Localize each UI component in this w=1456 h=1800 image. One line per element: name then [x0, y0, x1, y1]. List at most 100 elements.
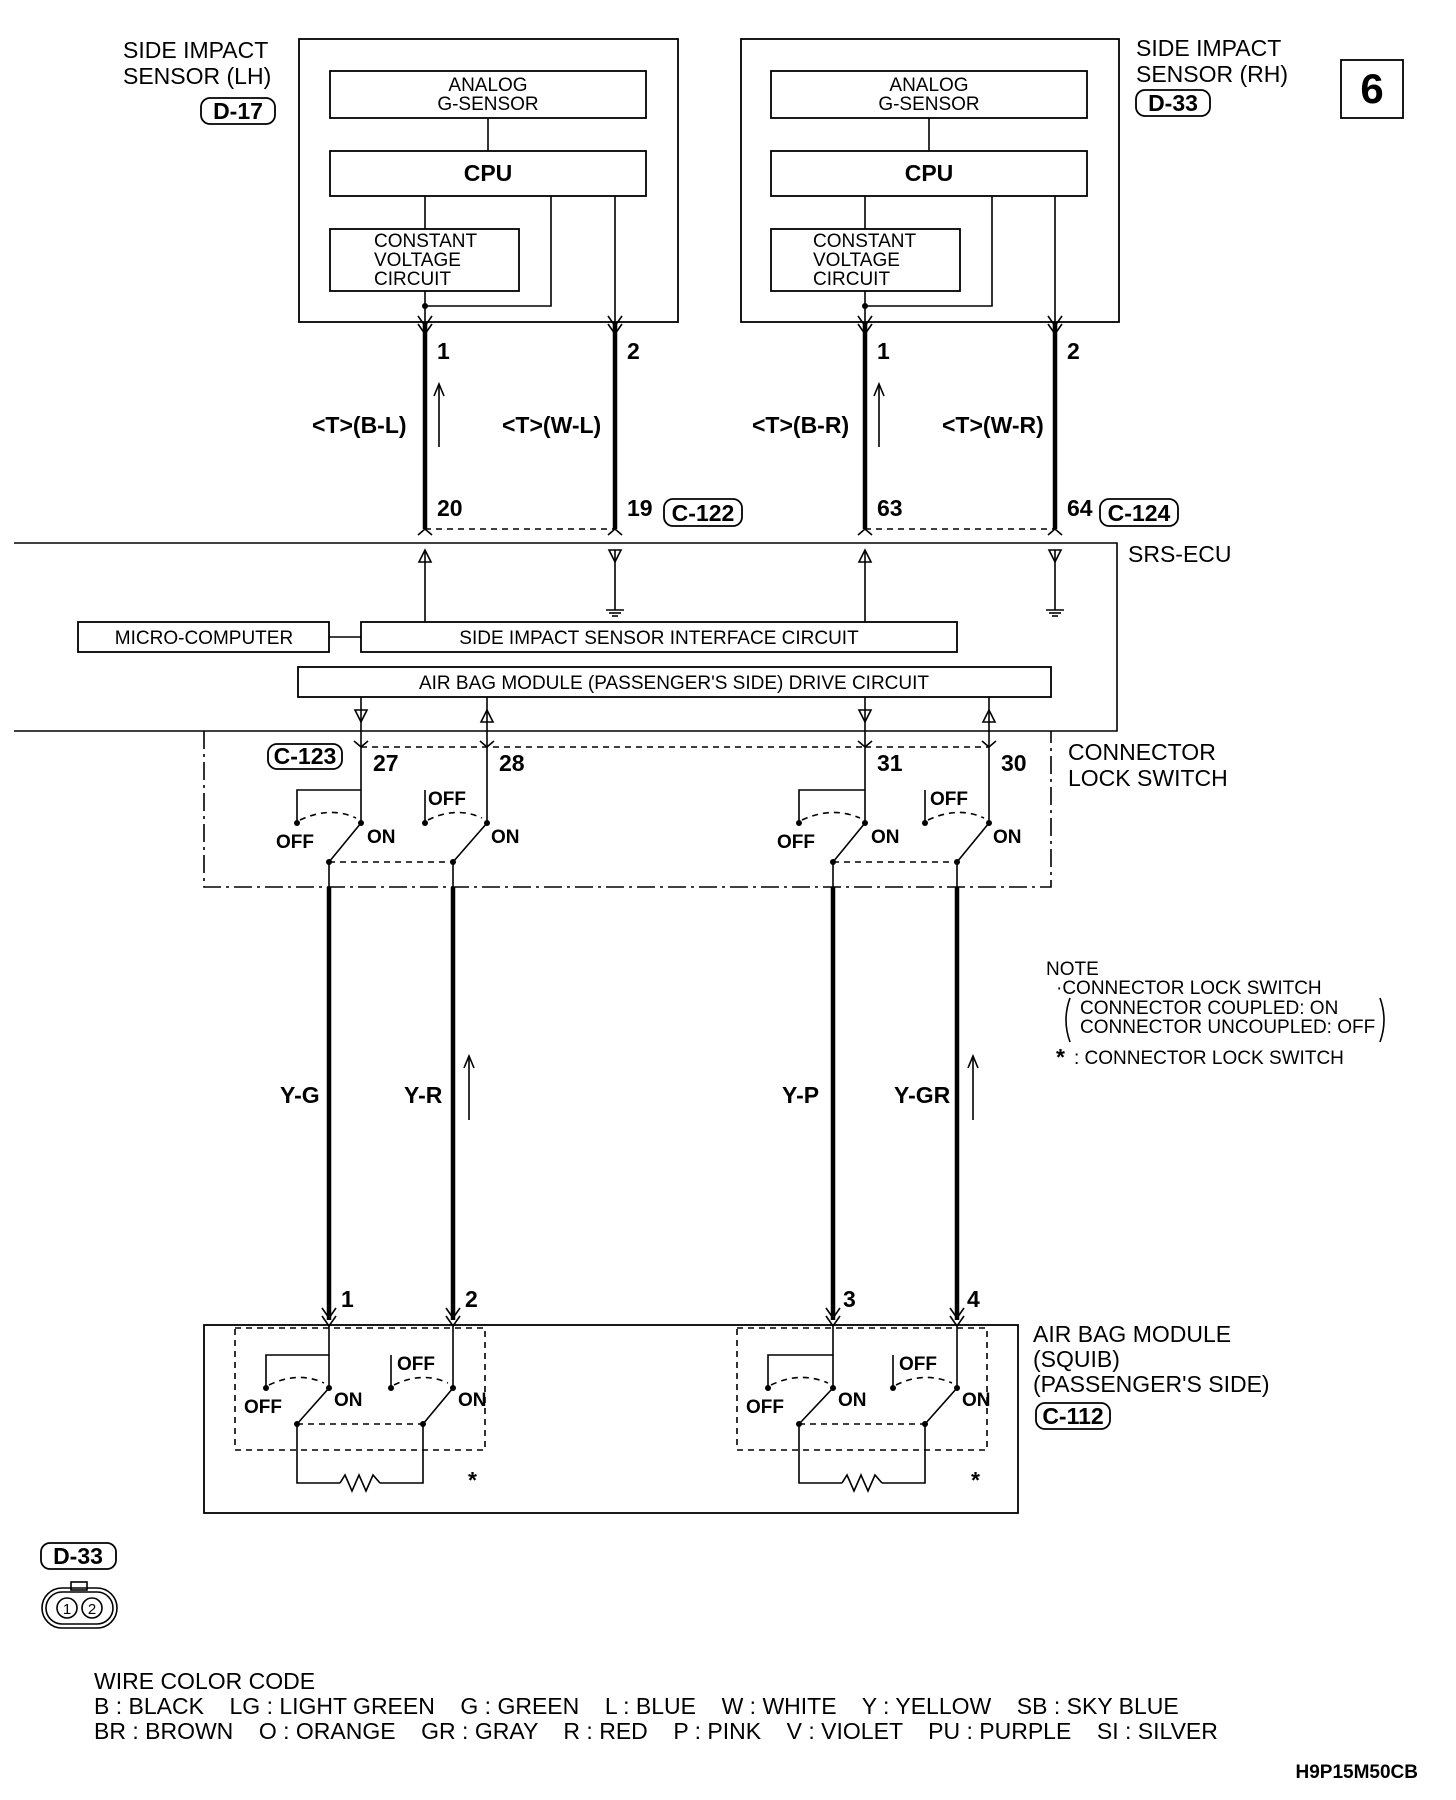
note-star: *	[1056, 1044, 1065, 1070]
sensor-lh: SIDE IMPACT SENSOR (LH) D-17 ANALOG G-SE…	[123, 37, 743, 536]
lock-switch-on-1: ON	[367, 827, 396, 848]
sensor-rh-title-2: SENSOR (RH)	[1136, 61, 1288, 87]
airbag-connector: C-112	[1042, 1403, 1103, 1429]
note-line4: : CONNECTOR LOCK SWITCH	[1074, 1048, 1344, 1069]
sensor-rh-cvc-2: VOLTAGE	[813, 250, 900, 271]
sensor-rh-connector-badge	[1135, 89, 1211, 117]
sensor-rh-cpu-label: CPU	[905, 160, 954, 186]
lock-switch-off-2: OFF	[428, 789, 466, 810]
page-number-box: 6	[1340, 59, 1404, 119]
connector-view-pin2: 2	[88, 1601, 96, 1618]
lock-switch-label-1: CONNECTOR	[1068, 739, 1216, 765]
srs-ecu: SRS-ECU MICRO-COMPUTER SIDE IMPACT SENSO…	[14, 541, 1232, 747]
connector-view: D-33 1 2	[40, 1542, 118, 1629]
figure-code: H9P15M50CB	[1296, 1762, 1419, 1783]
airbag-off-1: OFF	[244, 1397, 282, 1418]
sensor-rh-ecu-pin2: 64	[1067, 495, 1093, 521]
sensor-rh-g-sensor-2: G-SENSOR	[878, 94, 979, 115]
sensor-lh-title-1: SIDE IMPACT	[123, 37, 268, 63]
wcc-title: WIRE COLOR CODE	[94, 1668, 315, 1694]
airbag-star-2: *	[971, 1467, 980, 1493]
sensor-rh-title-1: SIDE IMPACT	[1136, 35, 1281, 61]
note-line1: ·CONNECTOR LOCK SWITCH	[1056, 978, 1322, 999]
sensor-lh-ecu-connector: C-122	[672, 500, 735, 526]
lock-switch-pin-30: 30	[1001, 750, 1027, 776]
sensor-lh-title-2: SENSOR (LH)	[123, 63, 271, 89]
sensor-lh-cpu	[329, 150, 647, 197]
wire-y-p: Y-P	[782, 1082, 819, 1108]
sensor-rh-ecu-connector: C-124	[1108, 500, 1171, 526]
note-line2: CONNECTOR COUPLED: ON	[1080, 998, 1338, 1019]
note: NOTE ·CONNECTOR LOCK SWITCH CONNECTOR CO…	[1046, 959, 1385, 1070]
sensor-rh-cvc-3: CIRCUIT	[813, 269, 890, 290]
note-title: NOTE	[1046, 959, 1099, 980]
airbag-module: AIR BAG MODULE (SQUIB) (PASSENGER'S SIDE…	[203, 1286, 1270, 1514]
airbag-connector-badge	[1035, 1402, 1111, 1430]
lock-switch-connector: C-123	[274, 743, 337, 769]
airbag-pin-3: 3	[843, 1286, 856, 1312]
sensor-lh-g-sensor-1: ANALOG	[448, 75, 527, 96]
ecu-drive: AIR BAG MODULE (PASSENGER'S SIDE) DRIVE …	[419, 673, 929, 694]
sensor-rh-cvc	[770, 228, 961, 292]
lock-switch-on-4: ON	[993, 827, 1022, 848]
lock-switch-off-3: OFF	[777, 832, 815, 853]
ecu-drive-box	[297, 666, 1052, 698]
sensor-lh-cpu-label: CPU	[464, 160, 513, 186]
note-line3: CONNECTOR UNCOUPLED: OFF	[1080, 1017, 1375, 1038]
sensor-lh-ecu-connector-badge	[663, 498, 743, 527]
ecu-interface-box	[360, 621, 958, 653]
sensor-rh: SIDE IMPACT SENSOR (RH) D-33 ANALOG G-SE…	[740, 35, 1288, 536]
airbag-on-1: ON	[334, 1390, 363, 1411]
sensor-lh-ecu-pin2: 19	[627, 495, 653, 521]
ecu-micro: MICRO-COMPUTER	[115, 628, 293, 649]
sensor-lh-g-sensor-2: G-SENSOR	[437, 94, 538, 115]
airbag-off-2: OFF	[397, 1354, 435, 1375]
sensor-lh-cvc-2: VOLTAGE	[374, 250, 461, 271]
airbag-pin-1: 1	[341, 1286, 354, 1312]
wcc-row1: B : BLACK LG : LIGHT GREEN G : GREEN L :…	[94, 1693, 1179, 1719]
sensor-rh-pin1: 1	[877, 338, 890, 364]
airbag-off-3: OFF	[746, 1397, 784, 1418]
lock-switch-connector-badge	[267, 743, 343, 770]
lock-switch-label-2: LOCK SWITCH	[1068, 765, 1228, 791]
harness-wires: Y-G Y-R Y-P Y-GR	[280, 862, 979, 1320]
airbag-on-2: ON	[458, 1390, 487, 1411]
sensor-rh-g-sensor-1: ANALOG	[889, 75, 968, 96]
lock-switch-pin-27: 27	[373, 750, 399, 776]
sensor-lh-pin2: 2	[627, 338, 640, 364]
sensor-rh-pin2: 2	[1067, 338, 1080, 364]
lock-switch-on-2: ON	[491, 827, 520, 848]
connector-view-badge	[40, 1542, 117, 1570]
sensor-rh-cpu	[770, 150, 1088, 197]
airbag-star-1: *	[468, 1467, 477, 1493]
ecu-micro-box	[77, 621, 330, 653]
lock-switch-pin-28: 28	[499, 750, 525, 776]
sensor-rh-connector: D-33	[1148, 90, 1198, 116]
sensor-lh-ecu-pin1: 20	[437, 495, 463, 521]
airbag-label-2: (SQUIB)	[1033, 1346, 1120, 1372]
sensor-lh-wire1: <T>(B-L)	[312, 412, 407, 438]
airbag-on-3: ON	[838, 1390, 867, 1411]
sensor-rh-cvc-1: CONSTANT	[813, 231, 916, 252]
sensor-lh-cvc-1: CONSTANT	[374, 231, 477, 252]
wcc-row2: BR : BROWN O : ORANGE GR : GRAY R : RED …	[94, 1718, 1218, 1744]
connector-view-pin1: 1	[63, 1601, 71, 1618]
lock-switch-on-3: ON	[871, 827, 900, 848]
sensor-lh-pin1: 1	[437, 338, 450, 364]
ecu-interface: SIDE IMPACT SENSOR INTERFACE CIRCUIT	[459, 628, 859, 649]
sensor-lh-connector-badge	[200, 97, 276, 125]
lock-switch-pin-31: 31	[877, 750, 903, 776]
lock-switch: CONNECTOR LOCK SWITCH C-123 27 28 31 30 …	[203, 731, 1228, 888]
sensor-rh-wire2: <T>(W-R)	[942, 412, 1044, 438]
wire-y-gr: Y-GR	[894, 1082, 951, 1108]
airbag-label-1: AIR BAG MODULE	[1033, 1321, 1231, 1347]
lock-switch-off-1: OFF	[276, 832, 314, 853]
sensor-rh-g-sensor	[770, 70, 1088, 119]
wire-color-code: WIRE COLOR CODE B : BLACK LG : LIGHT GRE…	[94, 1668, 1418, 1783]
sensor-lh-wire2: <T>(W-L)	[502, 412, 601, 438]
sensor-rh-wire1: <T>(B-R)	[752, 412, 849, 438]
sensor-lh-cvc	[329, 228, 520, 292]
page-number: 6	[1360, 65, 1383, 112]
ecu-label: SRS-ECU	[1128, 541, 1232, 567]
